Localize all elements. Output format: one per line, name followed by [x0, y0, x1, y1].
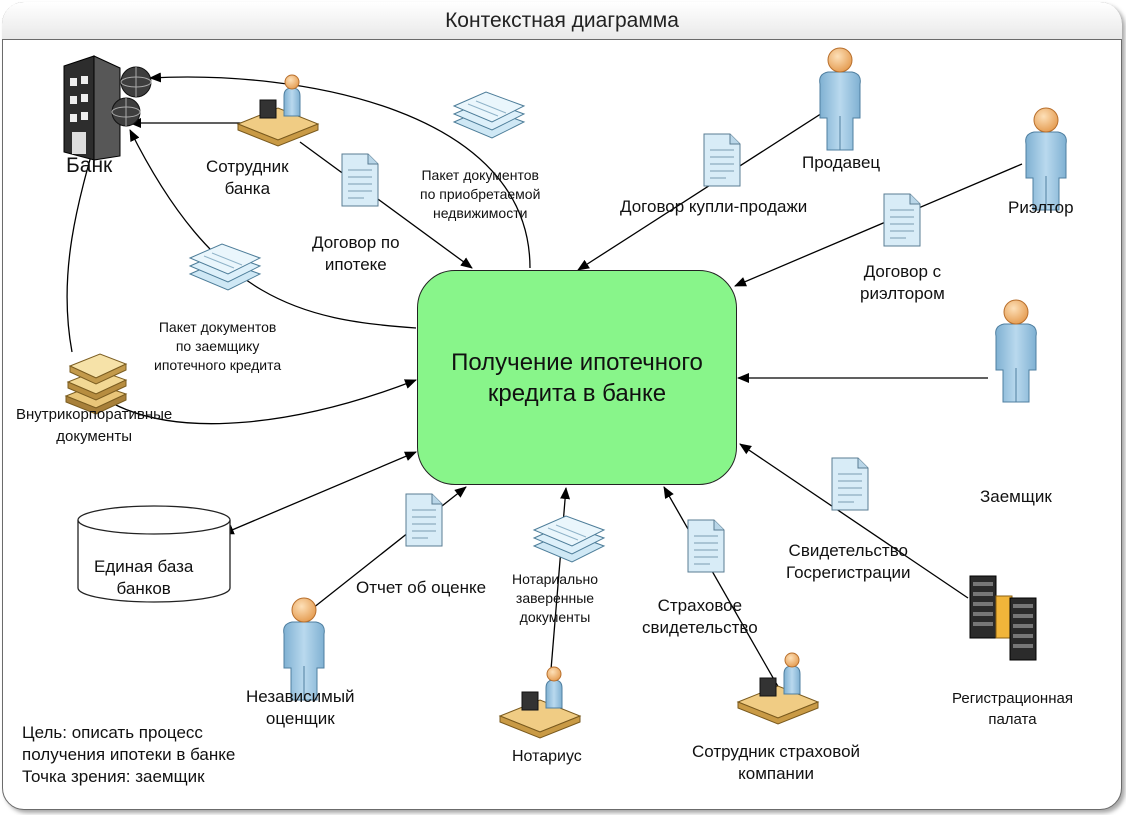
- process-label-line2: кредита в банке: [487, 379, 667, 407]
- desk-worker-icon: [237, 74, 319, 147]
- diagram-title: Контекстная диаграмма: [445, 8, 679, 32]
- process-label-line1: Получение ипотечного: [451, 348, 703, 376]
- label-realtor: Риэлтор: [1008, 198, 1074, 217]
- arrow-seller-process: [577, 107, 831, 271]
- arrow-bank-employee-process: [299, 141, 473, 269]
- label-borrower: Заемщик: [980, 487, 1052, 506]
- person-icon: [819, 47, 861, 151]
- database-icon: [77, 505, 231, 603]
- document-icon: [883, 193, 921, 247]
- goal-viewpoint-text: Цель: описать процесс получения ипотеки …: [22, 723, 236, 786]
- document-icon: [341, 153, 379, 207]
- arrow-insurance-process: [663, 486, 781, 691]
- document-stack-icon: [533, 515, 605, 563]
- process-mortgage-loan: Получение ипотечного кредита в банке: [417, 270, 737, 485]
- arrow-registration-process: [739, 443, 969, 599]
- desk-worker-icon: [499, 666, 581, 739]
- desk-worker-icon: [737, 652, 819, 725]
- person-icon: [283, 597, 325, 701]
- document-icon: [405, 493, 443, 547]
- book-stack-icon: [64, 353, 128, 415]
- arrow-process-to-bank-via-package: [129, 129, 417, 329]
- arrow-realtor-process: [734, 163, 1023, 287]
- person-icon: [1025, 107, 1067, 211]
- server-icon: [969, 575, 1037, 661]
- arrow-process-to-bank: [149, 72, 531, 269]
- label-bank: Банк: [66, 154, 113, 177]
- title-bar: Контекстная диаграмма: [2, 2, 1122, 40]
- document-icon: [687, 519, 725, 573]
- label-notary: Нотариус: [512, 748, 582, 765]
- label-seller: Продавец: [802, 153, 881, 172]
- label-sale-contract: Договор купли-продажи: [620, 197, 808, 216]
- arrow-internal-docs-process: [109, 379, 417, 425]
- document-icon: [831, 457, 869, 511]
- document-stack-icon: [453, 91, 525, 139]
- connectors: [66, 72, 1023, 707]
- label-appraisal-report: Отчет об оценке: [356, 578, 487, 597]
- document-icon: [703, 133, 741, 187]
- document-stack-icon: [189, 243, 261, 291]
- person-icon: [995, 299, 1037, 403]
- arrow-database-process: [221, 451, 417, 535]
- bank-building-icon: [63, 55, 152, 161]
